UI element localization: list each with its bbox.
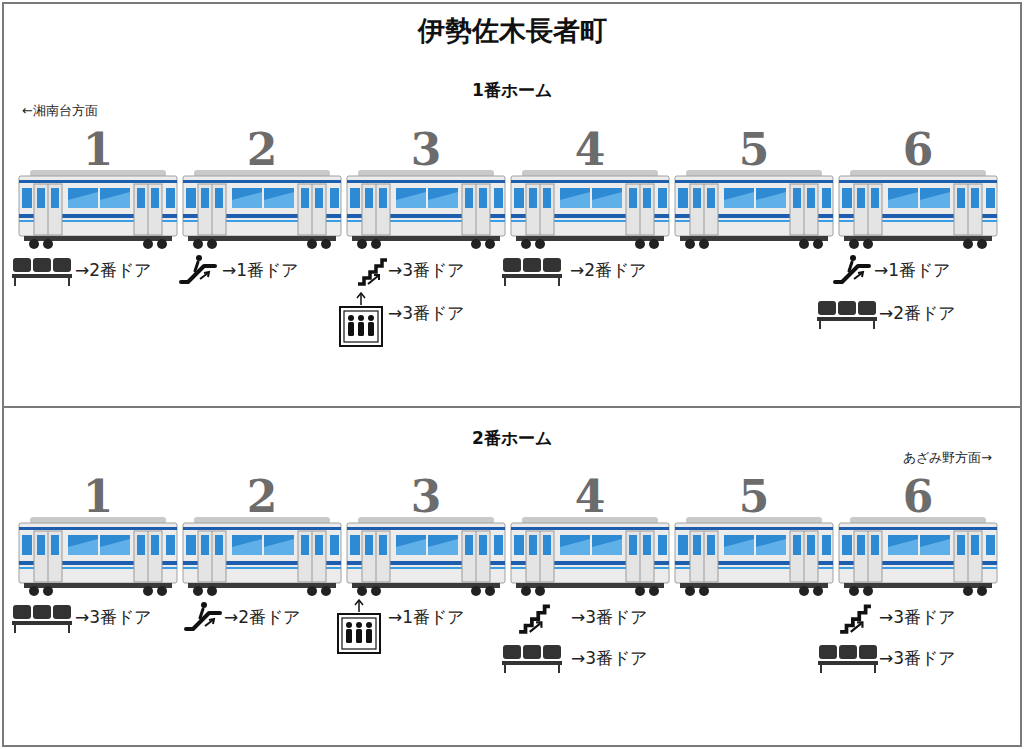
train-car [19,517,177,596]
door-note: →3番ドア [388,260,464,280]
door-note: →3番ドア [388,303,464,323]
car-number: 4 [575,471,606,524]
door-note: →3番ドア [571,648,647,668]
car-number: 4 [575,124,606,177]
platform-band: 2番ホーム 1 →3番ドア 2 →2番ドア 3 →1番ドア 4 →3番ドア →3番ドア 5 6 →3番ド… [3,409,1021,746]
door-note: →1番ドア [222,260,298,280]
outer-frame [3,3,1021,746]
platform-heading: 2番ホーム [472,428,552,448]
door-note: →3番ドア [879,648,955,668]
platform-divider [3,406,1021,408]
train-car [839,517,997,596]
car-number: 6 [903,471,934,524]
car-position: 3 →1番ドア [346,467,506,667]
stairs-icon [840,606,871,632]
car-position: 1 →3番ドア [18,467,178,667]
car-number: 3 [411,471,442,524]
door-note: →1番ドア [874,260,950,280]
car-position: 6 →1番ドア →2番ドア [838,120,998,320]
car-position: 5 [674,120,834,320]
direction-label: ←湘南台方面 [22,103,98,119]
seat-icon [502,645,562,673]
seat-icon [818,645,878,673]
car-position: 4 →3番ドア →3番ドア [510,467,670,667]
elevator-icon [338,600,380,653]
train-car [183,517,341,596]
car-number: 3 [411,124,442,177]
elevator-icon [340,293,382,346]
escalator-icon [835,255,869,282]
train-car [183,170,341,249]
platform-band: 1番ホーム 1 →2番ドア 2 →1番ドア 3 →3番ドア →3番ドア 4 →2番ドア 5 6 →1番ド… [3,60,1021,406]
escalator-icon [181,255,215,282]
door-note: →3番ドア [879,607,955,627]
door-note: →2番ドア [879,303,955,323]
facility-icons [12,255,878,673]
train-row [19,170,997,249]
door-note: →3番ドア [571,607,647,627]
stairs-icon [519,606,550,632]
door-note: →2番ドア [570,260,646,280]
platform-heading: 1番ホーム [472,80,552,100]
seat-icon [12,605,72,633]
seat-icon [502,258,562,286]
car-number: 1 [83,124,114,177]
car-position: 2 →1番ドア [182,120,342,320]
escalator-icon [186,602,220,629]
train-car [347,170,505,249]
car-position: 2 →2番ドア [182,467,342,667]
seat-icon [12,258,72,286]
car-number: 6 [903,124,934,177]
station-title: 伊勢佐木長者町 [418,15,607,47]
car-number: 2 [247,471,278,524]
car-number: 2 [247,124,278,177]
door-note: →1番ドア [388,607,464,627]
train-car [19,170,177,249]
car-position: 5 [674,467,834,667]
car-number: 5 [739,471,770,524]
direction-label: あざみ野方面→ [903,450,992,466]
door-note: →3番ドア [75,607,151,627]
car-position: 4 →2番ドア [510,120,670,320]
seat-icon [817,301,877,329]
car-number: 5 [739,124,770,177]
car-position: 3 →3番ドア →3番ドア [346,120,506,320]
stairs-icon [358,260,387,284]
train-car [511,170,669,249]
train-car [511,517,669,596]
car-position: 1 →2番ドア [18,120,178,320]
car-position: 6 →3番ドア →3番ドア [838,467,998,667]
car-number: 1 [83,471,114,524]
train-car [839,170,997,249]
train-car [675,517,833,596]
train-car [675,170,833,249]
train-car [347,517,505,596]
door-note: →2番ドア [224,607,300,627]
door-note: →2番ドア [75,260,151,280]
train-row [19,517,997,596]
